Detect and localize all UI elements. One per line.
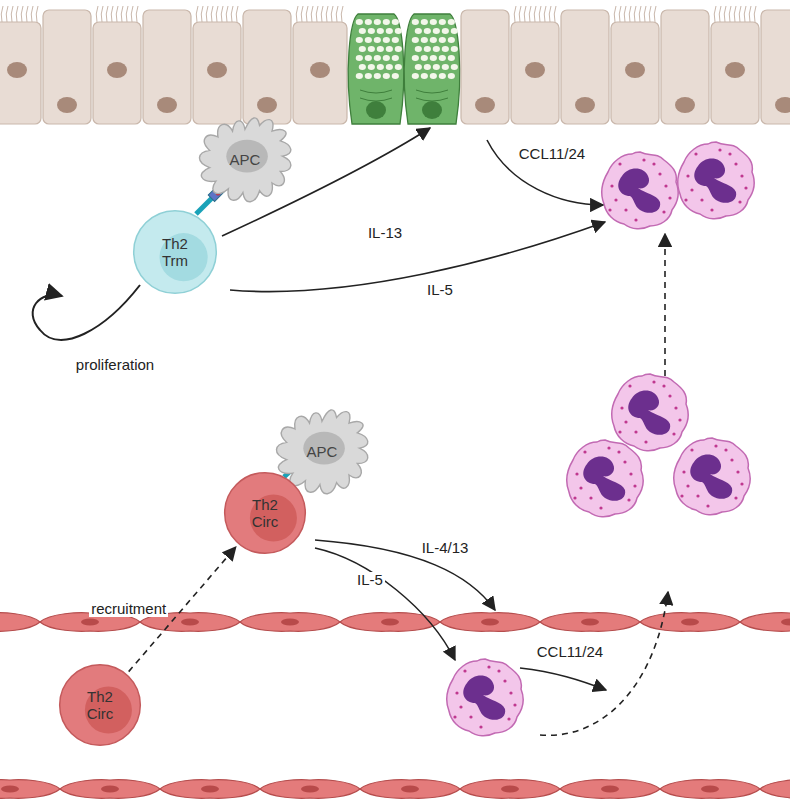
cell-label: APC xyxy=(307,443,338,460)
apc-cell: APC xyxy=(193,112,297,208)
cytokine-label: IL-5 xyxy=(355,572,385,588)
t-cell: Th2 Circ xyxy=(223,471,307,555)
t-cell: Th2 Trm xyxy=(132,209,218,295)
cytokine-label: IL-5 xyxy=(425,282,455,298)
cytokine-label: IL-4/13 xyxy=(420,540,471,556)
edge-label: recruitment xyxy=(89,601,168,617)
cell-label: Th2 Circ xyxy=(243,496,287,531)
cell-label: Th2 Trm xyxy=(153,235,197,270)
cell-label: Th2 Circ xyxy=(78,688,122,723)
chemokine-label: CCL11/24 xyxy=(535,644,605,660)
cell-label: APC xyxy=(230,151,261,168)
cytokine-label: IL-13 xyxy=(366,225,404,241)
process-label: proliferation xyxy=(74,357,156,373)
t-cell: Th2 Circ xyxy=(58,663,142,747)
chemokine-label: CCL11/24 xyxy=(517,146,587,162)
